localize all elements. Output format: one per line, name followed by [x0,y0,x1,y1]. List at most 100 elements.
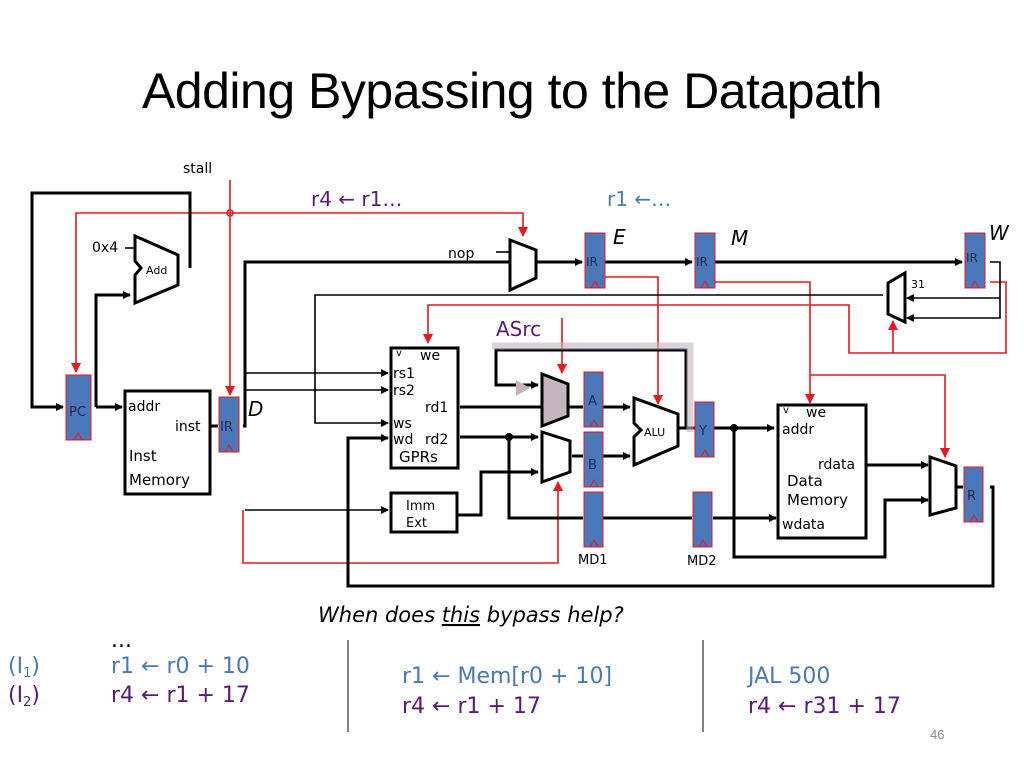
m-ir-register [694,232,716,289]
gprs [389,346,460,470]
page-number: 46 [930,727,944,742]
bypass-question: When does this bypass help? [318,603,624,627]
i2-label-end: ) [31,683,40,708]
bypass-wire [494,348,688,428]
gpr-ws-port: ws [393,416,412,432]
i1-subscript: 1 [23,666,31,681]
y-register [694,401,715,458]
stall-to-pc-wire [71,212,230,373]
i1-label-text: (I [8,654,23,679]
i1-label-end: ) [31,654,40,679]
y-to-rmux-wire [732,428,929,559]
pc-to-adder-wire [94,291,131,407]
gpr-wd-port: wd [393,432,413,448]
m-ir-label: IR [696,255,708,269]
nop-label: nop [448,246,474,262]
y-junction [730,424,738,432]
b-label: B [588,458,597,473]
dmem-name-1: Data [787,472,823,490]
question-suffix: bypass help? [480,603,624,627]
stall-junction [226,209,234,217]
alu-label: ALU [644,426,665,439]
d-ir-label: IR [220,420,233,435]
gpr-rs2-port: rs2 [393,383,415,399]
md1-register [583,491,604,548]
r-register [963,466,984,523]
w-ir-to-mux-wire2 [906,298,1001,322]
stall-label: stall [183,161,212,177]
pc-label: PC [69,405,86,420]
gpr-rd1-port: rd1 [425,400,448,416]
i2-label-text: (I [8,683,23,708]
clock-marks [73,279,980,548]
a-label: A [588,394,597,409]
question-emphasis: this [442,603,480,627]
case2-line1: r1 ← Mem[r0 + 10] [402,664,612,689]
dmem-we-port: we [806,405,826,421]
ws-wire [314,294,883,427]
m-ir-to-rmux-wire [810,374,950,458]
md2-register [692,491,713,548]
bypass-highlight [492,342,694,432]
imm-to-bmux-wire [457,468,539,517]
w-ir-ctrl-wire [423,281,1007,354]
imem-inst-port: inst [175,419,201,435]
question-prefix: When does [318,603,442,627]
stage-e-label: E [613,225,626,249]
nop-mux [508,237,538,293]
imem-name-1: Inst [129,447,157,465]
case1-line2: r4 ← r1 + 17 [111,683,250,708]
d-ir-to-bmux-wire [242,481,563,564]
i2-subscript: 2 [23,695,31,710]
gpr-rs1-port: rs1 [393,366,415,382]
pc-next-wire [30,191,192,411]
adder-label: Add [146,264,167,277]
pc-register [65,374,92,441]
dmem-clock-mark: v [783,405,789,416]
w-ir-register [964,232,986,289]
asrc-label: ASrc [496,317,541,341]
imm-ext-label-1: Imm [406,499,435,514]
e-ir-to-alu-wire [600,276,663,405]
thin-wires [245,261,1001,514]
alu [632,395,680,468]
dmem-addr-port: addr [782,422,814,438]
case1-line1: r1 ← r0 + 10 [111,654,250,679]
gpr-we-port: we [420,348,440,364]
md2-label: MD2 [687,554,717,569]
dmem-rdata-port: rdata [818,457,855,473]
stage-d-label: D [248,397,263,421]
i2-label: (I2) [8,683,40,710]
imem-name-2: Memory [129,471,190,489]
b-register [583,431,604,488]
decode-instr-annotation: r4 ← r1… [311,187,402,211]
rd2-junction [505,433,513,441]
dmem-name-2: Memory [787,491,848,509]
md1-label: MD1 [578,553,608,568]
execute-instr-annotation: r1 ←… [607,187,671,211]
datapath-wires [30,191,995,588]
writeback-wire [346,434,995,588]
e-ir-label: IR [586,255,598,269]
dmem-wdata-port: wdata [782,517,825,533]
rd2-to-md1-wire [507,437,583,520]
a-register [583,371,604,428]
stage-w-label: W [989,221,1010,245]
gpr-name: GPRs [399,448,438,466]
gpr-rd2-port: rd2 [425,432,448,448]
data-memory [776,403,868,540]
asrc-mux [540,371,570,429]
b-mux [540,429,572,485]
pipeline-registers [65,232,986,548]
y-label: Y [698,424,707,439]
writeback-mux [928,454,958,517]
slide-title: Adding Bypassing to the Datapath [141,63,883,119]
inst-memory [123,389,212,496]
w-ir-to-mux-wire1 [906,261,1001,302]
stall-to-nop-mux-wire [230,212,528,237]
d-ir-to-nop-mux-wire [243,260,510,428]
gpr-clock-mark: v [396,348,402,359]
imm-ext [389,491,459,534]
i1-label: (I1) [8,654,40,681]
